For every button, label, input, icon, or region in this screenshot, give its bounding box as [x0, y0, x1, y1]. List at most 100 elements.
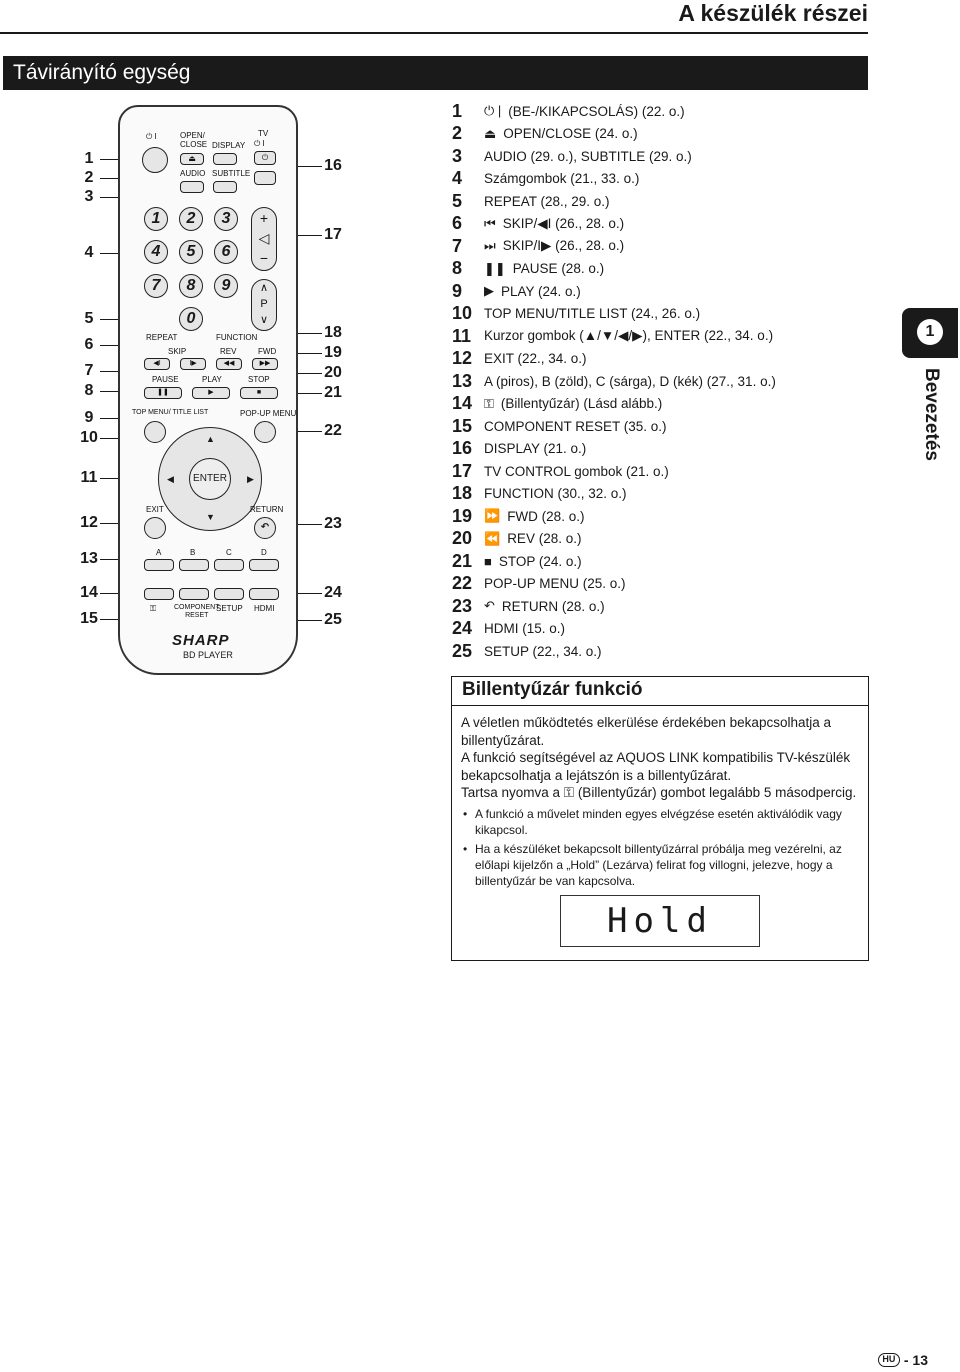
c-label: C [226, 548, 232, 557]
item-number: 18 [452, 483, 473, 504]
button-symbol-icon: ⚿ [484, 395, 494, 411]
power-button [142, 147, 168, 173]
item-description: POP-UP MENU (25. o.) [484, 576, 626, 592]
item-description: DISPLAY (21. o.) [484, 441, 587, 457]
rev-button: ◀◀ [216, 358, 242, 370]
parts-list-item: 2 ⏏ OPEN/CLOSE (24. o.) [452, 123, 852, 146]
parts-list-item: 19⏩FWD (28. o.) [452, 505, 852, 528]
item-description: PAUSE (28. o.) [512, 261, 605, 277]
c-button [214, 559, 244, 571]
audio-button [180, 181, 204, 193]
repeat-label: REPEAT [146, 333, 178, 342]
dpad: ▲ ▼ ◀ ▶ ENTER [158, 427, 262, 531]
keylock-icon: ⚿ [150, 604, 157, 613]
display-label: DISPLAY [212, 141, 246, 150]
item-number: 4 [452, 168, 463, 189]
digit-3-button: 3 [214, 207, 238, 231]
item-number: 20 [452, 528, 473, 549]
audio-label: AUDIO [180, 169, 206, 178]
item-text-wrap: ⏻ |(BE-/KIKAPCSOLÁS) (22. o.) [484, 103, 685, 119]
component-reset-label: COMPONENT RESET [174, 604, 220, 619]
parts-list-item: 9 ▶PLAY (24. o.) [452, 280, 852, 303]
open-close-button: ⏏ [180, 153, 204, 165]
callout-17: 17 [324, 226, 342, 243]
keylock-notes: A funkció a művelet minden egyes elvégzé… [452, 802, 868, 889]
callout-7: 7 [84, 362, 94, 379]
leader-line [275, 593, 322, 594]
digit-4-button: 4 [144, 240, 168, 264]
keylock-note: A funkció a művelet minden egyes elvégzé… [461, 806, 859, 838]
item-description: TOP MENU/TITLE LIST (24., 26. o.) [484, 306, 701, 322]
item-description: COMPONENT RESET (35. o.) [484, 418, 667, 434]
pause-label: PAUSE [152, 375, 179, 384]
stop-label: STOP [248, 375, 270, 384]
item-number: 2 [452, 123, 463, 144]
model-label: BD PLAYER [183, 650, 233, 660]
callout-19: 19 [324, 344, 342, 361]
item-number: 24 [452, 618, 473, 639]
item-description: (Billentyűzár) (Lásd alább.) [500, 396, 663, 412]
parts-list-item: 8❚❚PAUSE (28. o.) [452, 258, 852, 281]
item-description: OPEN/CLOSE (24. o.) [503, 126, 638, 142]
return-label: RETURN [250, 505, 284, 514]
item-description: STOP (24. o.) [498, 553, 582, 569]
tv-power-button: ⏻ [254, 151, 276, 165]
callout-6: 6 [84, 336, 94, 353]
item-text-wrap: ❚❚PAUSE (28. o.) [484, 261, 604, 277]
item-number: 3 [452, 145, 463, 166]
digit-1-button: 1 [144, 207, 168, 231]
callout-12: 12 [80, 514, 98, 531]
item-number: 5 [452, 190, 463, 211]
b-label: B [190, 548, 196, 557]
a-button [144, 559, 174, 571]
item-number: 9 [452, 280, 463, 301]
tv-power-label: ⏻ I [254, 139, 265, 148]
item-description: SKIP/◀I (26., 28. o.) [502, 215, 625, 231]
callout-15: 15 [80, 610, 98, 627]
exit-label: EXIT [146, 505, 164, 514]
digit-7-button: 7 [144, 274, 168, 298]
item-text-wrap: Kurzor gombok (▲/▼/◀/▶), ENTER (22., 34.… [484, 328, 773, 344]
item-description: RETURN (28. o.) [501, 598, 605, 614]
callout-3: 3 [84, 188, 94, 205]
section-title: Távirányító egység [3, 56, 868, 90]
language-badge: HU [877, 1353, 900, 1367]
parts-list-item: 20 ⏪REV (28. o.) [452, 528, 852, 551]
button-symbol-icon: ⏏ [484, 125, 497, 141]
item-number: 7 [452, 235, 463, 256]
item-number: 6 [452, 213, 463, 234]
item-number: 19 [452, 505, 473, 526]
header-rule [0, 32, 868, 34]
callout-23: 23 [324, 515, 342, 532]
return-button: ↶ [254, 517, 276, 539]
digit-9-button: 9 [214, 274, 238, 298]
item-text-wrap: ⏪REV (28. o.) [484, 531, 581, 547]
leader-line [275, 524, 322, 525]
page-number: - 13 [903, 1352, 928, 1368]
item-number: 14 [452, 393, 473, 414]
chapter-number: 1 [917, 319, 943, 345]
item-number: 11 [452, 325, 472, 346]
skip-back-button: ◀I [144, 358, 170, 370]
page-header-title: A készülék részei [678, 0, 868, 26]
keylock-paragraph: A funkció segítségével az AQUOS LINK kom… [461, 750, 851, 783]
top-menu-button [144, 421, 166, 443]
item-text-wrap: ▶PLAY (24. o.) [484, 283, 581, 299]
item-description: REPEAT (28., 29. o.) [484, 193, 610, 209]
item-text-wrap: ↶RETURN (28. o.) [484, 598, 605, 614]
a-label: A [156, 548, 162, 557]
skip-forward-button: I▶ [180, 358, 206, 370]
open-close-label: OPEN/ CLOSE [180, 131, 208, 149]
volume-rocker: +◁− [251, 207, 277, 271]
item-number: 25 [452, 640, 473, 661]
button-symbol-icon: ⏪ [484, 530, 501, 546]
button-symbol-icon: ▶ [484, 283, 494, 299]
popup-menu-label: POP-UP MENU [240, 409, 297, 418]
callout-18: 18 [324, 324, 342, 341]
play-label: PLAY [202, 375, 222, 384]
pause-button: ❚❚ [144, 387, 182, 399]
